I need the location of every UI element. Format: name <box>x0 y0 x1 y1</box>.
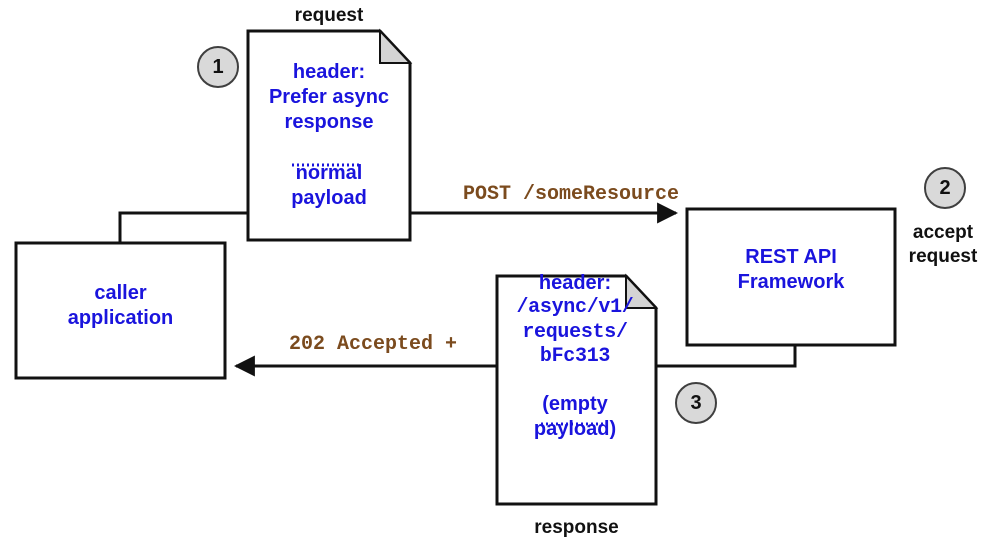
step-2-note-line2: request <box>908 245 978 267</box>
edge-label-request: POST /someResource <box>462 183 680 206</box>
edge-request-path <box>118 202 679 243</box>
node-rest-api-framework <box>685 207 897 347</box>
request-header-label: header: <box>292 61 366 83</box>
response-document-body: header: /async/v1/ requests/ bFc313 (emp… <box>494 271 656 442</box>
framework-label-line2: Framework <box>737 270 845 293</box>
step-2-note-line1: accept <box>912 222 974 243</box>
edge-label-response: 202 Accepted + <box>288 333 458 356</box>
edge-response-path <box>233 345 797 377</box>
page-fold-corner-response <box>625 273 659 309</box>
response-header-value-line1: /async/v1/ <box>516 295 634 319</box>
step-circle-2 <box>924 167 966 209</box>
caller-label-line2: application <box>67 306 174 329</box>
step-circle-3 <box>675 382 717 424</box>
step-number-2: 2 <box>939 177 951 199</box>
step-number-1: 1 <box>212 56 224 78</box>
step-circle-1 <box>197 46 239 88</box>
response-header-value-line3: bFc313 <box>539 345 611 369</box>
request-payload-line1: normal <box>295 162 363 185</box>
response-header-value-line2: requests/ <box>522 320 628 344</box>
request-header-value-line2: response <box>284 110 374 133</box>
page-fold-corner-request <box>379 28 413 64</box>
step-number-3: 3 <box>690 392 702 414</box>
response-header-label: header: <box>538 272 612 294</box>
caller-label-line1: caller <box>94 282 147 304</box>
request-document-body: header: Prefer async response normal pay… <box>248 60 410 211</box>
node-caller-application <box>14 241 227 380</box>
node-response-document <box>495 273 659 506</box>
response-payload-line1: (empty <box>542 393 608 416</box>
request-header-value-line1: Prefer async <box>268 85 390 108</box>
step-2-note: accept request <box>895 221 991 268</box>
framework-label: REST API Framework <box>687 245 895 295</box>
response-payload-line2: payload) <box>533 417 617 440</box>
node-request-document <box>246 28 413 242</box>
request-document-caption: request <box>294 5 364 26</box>
request-payload-line2: payload <box>291 187 367 210</box>
framework-label-line1: REST API <box>745 246 837 268</box>
caller-application-label: caller application <box>16 281 225 331</box>
response-document-caption: response <box>534 517 619 538</box>
